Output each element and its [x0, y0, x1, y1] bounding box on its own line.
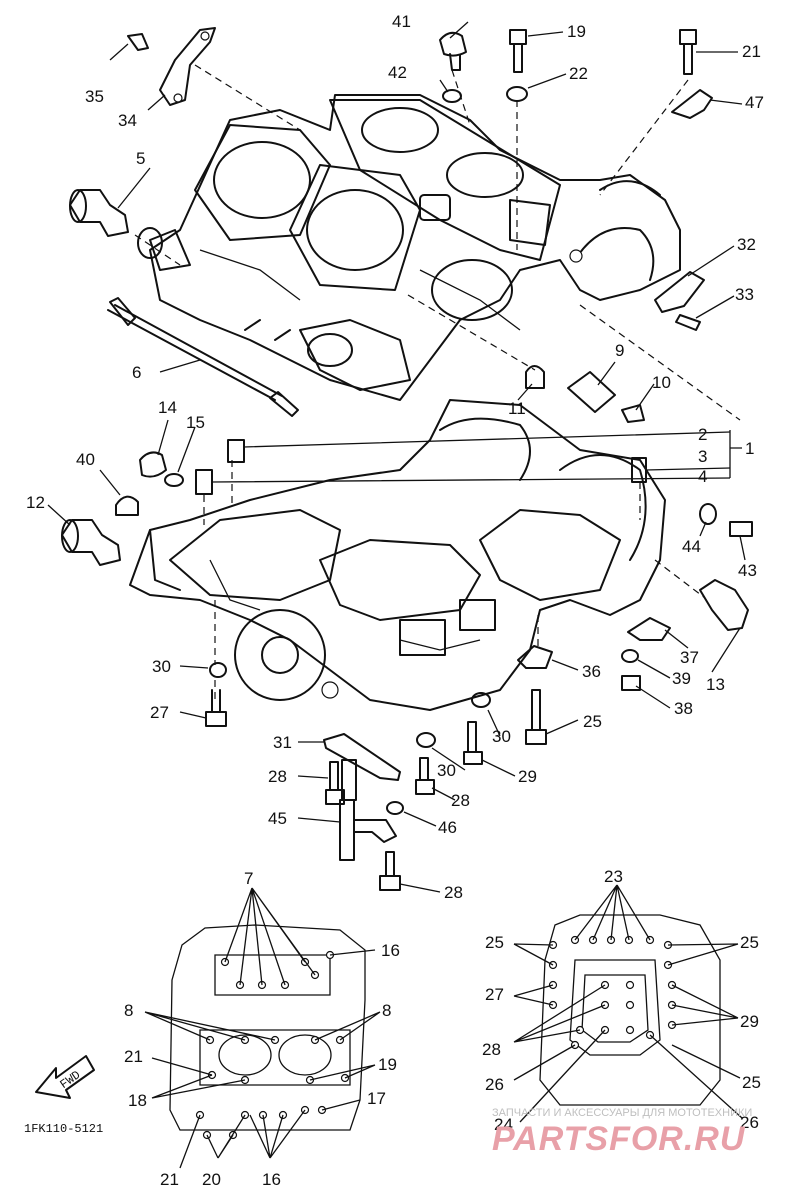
right-inset-callout-28: 28 — [482, 1040, 501, 1059]
callout-27: 27 — [150, 703, 169, 722]
callout-12: 12 — [26, 493, 45, 512]
callout-19: 19 — [567, 22, 586, 41]
left-inset-callout-20: 20 — [202, 1170, 221, 1189]
right-inset-callout-25-right: 25 — [740, 933, 759, 952]
callout-10: 10 — [652, 373, 671, 392]
callout-29: 29 — [518, 767, 537, 786]
left-inset-callout-21-bottom: 21 — [160, 1170, 179, 1189]
callout-35: 35 — [85, 87, 104, 106]
callout-47: 47 — [745, 93, 764, 112]
callout-labels: 41 19 21 35 34 42 22 47 5 32 33 6 9 10 1… — [26, 12, 764, 902]
callout-38: 38 — [674, 699, 693, 718]
right-inset-callout-25-bottom: 25 — [742, 1073, 761, 1092]
callout-44: 44 — [682, 537, 701, 556]
callout-36: 36 — [582, 662, 601, 681]
callout-6: 6 — [132, 363, 141, 382]
callout-30-lower: 30 — [437, 761, 456, 780]
callout-28-a: 28 — [268, 767, 287, 786]
left-inset-callout-21-top: 21 — [124, 1047, 143, 1066]
callout-34: 34 — [118, 111, 137, 130]
right-inset-callout-23: 23 — [604, 867, 623, 886]
left-inset-bolt-pattern: 7 16 8 8 21 19 18 17 21 20 16 — [124, 869, 400, 1189]
callout-40: 40 — [76, 450, 95, 469]
callout-30-left: 30 — [152, 657, 171, 676]
callout-42: 42 — [388, 63, 407, 82]
fwd-label: FWD — [58, 1068, 84, 1092]
right-inset-callout-25-left: 25 — [485, 933, 504, 952]
fwd-arrow-icon: FWD — [35, 1055, 95, 1099]
callout-13: 13 — [706, 675, 725, 694]
watermark: ЗАПЧАСТИ И АКСЕССУАРЫ ДЛЯ МОТОТЕХНИКИ PA… — [492, 1107, 752, 1158]
left-inset-callout-18: 18 — [128, 1091, 147, 1110]
left-inset-callout-16-bottom: 16 — [262, 1170, 281, 1189]
watermark-caption: ЗАПЧАСТИ И АКСЕССУАРЫ ДЛЯ МОТОТЕХНИКИ — [492, 1107, 752, 1119]
callout-41: 41 — [392, 12, 411, 31]
left-inset-callout-8-left: 8 — [124, 1001, 133, 1020]
callout-37: 37 — [680, 648, 699, 667]
callout-32: 32 — [737, 235, 756, 254]
loose-parts — [61, 27, 753, 891]
callout-9: 9 — [615, 341, 624, 360]
right-inset-callout-26-left: 26 — [485, 1075, 504, 1094]
callout-1: 1 — [745, 439, 754, 458]
callout-28-b: 28 — [451, 791, 470, 810]
callout-45: 45 — [268, 809, 287, 828]
right-inset-bolt-pattern: 23 25 25 27 29 28 26 25 24 26 — [482, 867, 761, 1134]
right-inset-callout-26-right: 26 — [740, 1113, 759, 1132]
callout-3: 3 — [698, 447, 707, 466]
watermark-brand: PARTSFOR.RU — [492, 1120, 746, 1158]
callout-39: 39 — [672, 669, 691, 688]
callout-4: 4 — [698, 467, 707, 486]
callout-33: 33 — [735, 285, 754, 304]
callout-2: 2 — [698, 425, 707, 444]
callout-15: 15 — [186, 413, 205, 432]
right-inset-callout-24: 24 — [494, 1115, 513, 1134]
callout-25: 25 — [583, 712, 602, 731]
diagram-code: 1FK110-5121 — [24, 1122, 103, 1136]
callout-46: 46 — [438, 818, 457, 837]
left-inset-callout-8-right: 8 — [382, 1001, 391, 1020]
callout-22: 22 — [569, 64, 588, 83]
callout-43: 43 — [738, 561, 757, 580]
callout-28-c: 28 — [444, 883, 463, 902]
callout-5: 5 — [136, 149, 145, 168]
callout-31: 31 — [273, 733, 292, 752]
right-inset-callout-27: 27 — [485, 985, 504, 1004]
left-inset-callout-7: 7 — [244, 869, 253, 888]
callout-14: 14 — [158, 398, 177, 417]
callout-30-mid: 30 — [492, 727, 511, 746]
left-inset-callout-19: 19 — [378, 1055, 397, 1074]
left-inset-callout-16-top: 16 — [381, 941, 400, 960]
upper-crankcase — [137, 94, 681, 401]
left-inset-callout-17: 17 — [367, 1089, 386, 1108]
right-inset-callout-29: 29 — [740, 1012, 759, 1031]
leader-lines — [47, 21, 746, 893]
callout-21: 21 — [742, 42, 761, 61]
lower-crankcase — [129, 399, 666, 711]
callout-11: 11 — [508, 399, 526, 418]
